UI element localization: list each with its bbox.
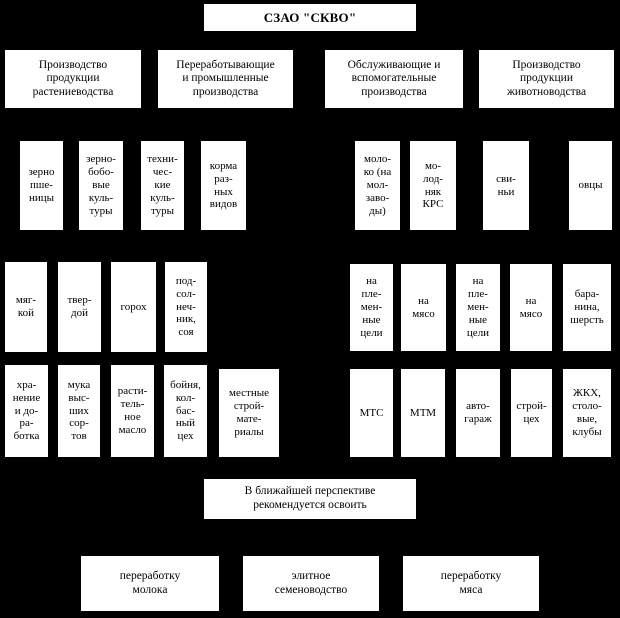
row3-item-2: твер- дой [57, 261, 102, 353]
row3-item-1: мяг- кой [4, 261, 48, 353]
row4-item-5: местные строй- мате- риалы [218, 368, 280, 458]
row4-item-9: строй- цех [510, 368, 553, 458]
division-box-3: Обслуживающие и вспомогательные производ… [324, 49, 464, 109]
row4-item-10: ЖКХ, столо- вые, клубы [562, 368, 612, 458]
row2-item-6: мо- лод- няк КРС [409, 140, 457, 231]
company-title-box: СЗАО "СКВО" [203, 3, 417, 32]
division-box-1: Производство продукции растениеводства [4, 49, 142, 109]
perspective-item-3: переработку мяса [402, 555, 540, 612]
row4-item-1: хра- нение и до- ра- ботка [4, 364, 49, 458]
division-box-2: Переработывающие и промышленные производ… [157, 49, 294, 109]
row3-item-6: на мясо [400, 263, 447, 352]
perspective-item-1: переработку молока [80, 555, 220, 612]
row2-item-7: сви- ньи [482, 140, 530, 231]
row4-item-6: МТС [349, 368, 394, 458]
perspective-header-box: В ближайшей перспективе рекомендуется ос… [203, 478, 417, 520]
row2-item-3: техни- чес- кие куль- туры [140, 140, 185, 231]
row2-item-8: овцы [568, 140, 613, 231]
row2-item-4: корма раз- ных видов [200, 140, 247, 231]
row4-item-4: бойня, кол- бас- ный цех [163, 364, 208, 458]
row3-item-3: горох [110, 261, 157, 353]
division-box-4: Производство продукции животноводства [478, 49, 615, 109]
row3-item-9: бара- нина, шерсть [562, 263, 612, 352]
row3-item-7: на пле- мен- ные цели [455, 263, 501, 352]
perspective-item-2: элитное семеноводство [242, 555, 380, 612]
row3-item-8: на мясо [509, 263, 553, 352]
row2-item-5: моло- ко (на мол- заво- ды) [354, 140, 401, 231]
row3-item-5: на пле- мен- ные цели [349, 263, 394, 352]
row2-item-2: зерно- бобо- вые куль- туры [78, 140, 124, 231]
row4-item-7: МТМ [400, 368, 446, 458]
row4-item-8: авто- гараж [455, 368, 501, 458]
row4-item-2: мука выс- ших сор- тов [57, 364, 101, 458]
row3-item-4: под- сол- неч- ник, соя [164, 261, 208, 353]
row4-item-3: расти- тель- ное масло [110, 364, 155, 458]
row2-item-1: зерно пше- ницы [19, 140, 64, 231]
